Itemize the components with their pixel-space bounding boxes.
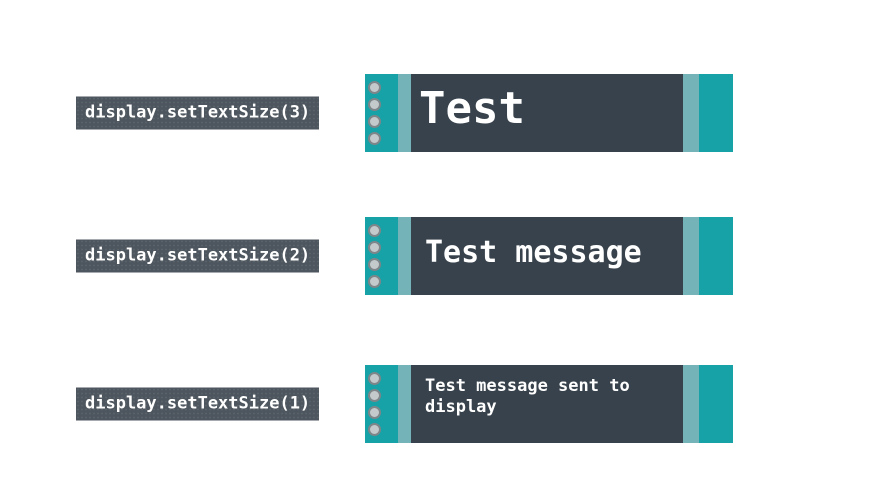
pin-hole-icon bbox=[368, 389, 381, 402]
screen-bezel-right bbox=[683, 74, 699, 152]
board-edge-strip bbox=[699, 365, 733, 443]
code-label-text: display.setTextSize(2) bbox=[85, 245, 311, 266]
screen-bezel-left bbox=[398, 74, 411, 152]
oled-screen: Test bbox=[411, 74, 683, 152]
pin-header-strip bbox=[365, 217, 398, 295]
row-textsize-1: display.setTextSize(1) Test message sent… bbox=[0, 365, 890, 443]
code-label-text: display.setTextSize(1) bbox=[85, 393, 311, 414]
board-edge-strip bbox=[699, 217, 733, 295]
pin-hole-icon bbox=[368, 224, 381, 237]
pin-hole-icon bbox=[368, 81, 381, 94]
pin-hole-icon bbox=[368, 132, 381, 145]
oled-screen: Test message sent to display bbox=[411, 365, 683, 443]
row-textsize-2: display.setTextSize(2) Test message bbox=[0, 217, 890, 295]
screen-text: Test message bbox=[425, 234, 642, 270]
oled-module: Test message bbox=[365, 217, 733, 295]
pin-header-strip bbox=[365, 74, 398, 152]
screen-bezel-left bbox=[398, 365, 411, 443]
pin-header-strip bbox=[365, 365, 398, 443]
code-label-textsize-2: display.setTextSize(2) bbox=[76, 239, 320, 273]
pin-hole-icon bbox=[368, 258, 381, 271]
code-label-textsize-1: display.setTextSize(1) bbox=[76, 387, 320, 421]
pin-hole-icon bbox=[368, 372, 381, 385]
screen-text: Test message sent to display bbox=[425, 376, 630, 417]
pin-hole-icon bbox=[368, 406, 381, 419]
oled-screen: Test message bbox=[411, 217, 683, 295]
pin-hole-icon bbox=[368, 423, 381, 436]
board-edge-strip bbox=[699, 74, 733, 152]
pin-hole-icon bbox=[368, 98, 381, 111]
screen-bezel-right bbox=[683, 365, 699, 443]
row-textsize-3: display.setTextSize(3) Test bbox=[0, 74, 890, 152]
oled-module: Test message sent to display bbox=[365, 365, 733, 443]
code-label-textsize-3: display.setTextSize(3) bbox=[76, 96, 320, 130]
screen-bezel-left bbox=[398, 217, 411, 295]
pin-hole-icon bbox=[368, 241, 381, 254]
screen-text: Test bbox=[419, 82, 525, 134]
oled-module: Test bbox=[365, 74, 733, 152]
code-label-text: display.setTextSize(3) bbox=[85, 102, 311, 123]
pin-hole-icon bbox=[368, 275, 381, 288]
screen-bezel-right bbox=[683, 217, 699, 295]
pin-hole-icon bbox=[368, 115, 381, 128]
